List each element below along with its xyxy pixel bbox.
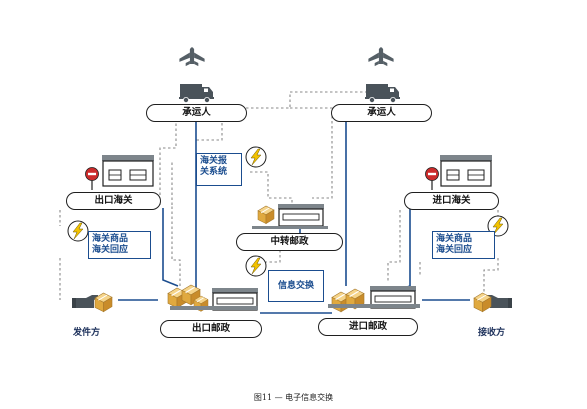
export-customs-label: 出口海关 bbox=[66, 192, 161, 210]
hand-icon bbox=[486, 295, 512, 308]
airplane-icon bbox=[179, 47, 205, 67]
lightning-icon bbox=[67, 220, 89, 242]
base-strip bbox=[170, 306, 258, 310]
customs-goods-box-left: 海关商品 海关回应 bbox=[88, 231, 151, 259]
parcel-icon bbox=[257, 205, 275, 225]
info-lines bbox=[59, 91, 499, 300]
customs-building-icon bbox=[439, 154, 493, 187]
base-strip bbox=[252, 226, 328, 229]
import-customs-label: 进口海关 bbox=[404, 192, 499, 210]
parcel-icon bbox=[473, 292, 492, 313]
truck-icon bbox=[178, 83, 215, 103]
customs-goods-right-line-2: 海关回应 bbox=[436, 245, 473, 255]
base-strip bbox=[328, 304, 420, 308]
transit-post-label: 中转邮政 bbox=[236, 233, 343, 251]
figure-caption: 图11 — 电子信息交换 bbox=[253, 393, 334, 402]
info-exchange-box: 信息交换 bbox=[268, 270, 324, 302]
post-office-icon bbox=[277, 203, 325, 227]
export-post-label: 出口邮政 bbox=[160, 320, 262, 338]
receiver-label: 接收方 bbox=[478, 328, 506, 338]
lightning-icon bbox=[245, 146, 267, 168]
customs-system-line-2: 关系统 bbox=[200, 167, 228, 177]
customs-goods-box-right: 海关商品 海关回应 bbox=[432, 231, 495, 259]
airplane-icon bbox=[368, 47, 394, 67]
customs-goods-right-line-1: 海关商品 bbox=[436, 234, 473, 244]
hand-icon bbox=[72, 295, 98, 308]
carrier-right-label: 承运人 bbox=[331, 104, 432, 122]
import-post-label: 进口邮政 bbox=[318, 318, 418, 336]
truck-icon bbox=[364, 83, 401, 103]
no-entry-sign-icon bbox=[424, 166, 440, 191]
customs-system-box: 海关报 关系统 bbox=[196, 153, 242, 186]
customs-goods-left-line-2: 海关回应 bbox=[92, 245, 129, 255]
customs-system-line-1: 海关报 bbox=[200, 156, 228, 166]
carrier-left-label: 承运人 bbox=[146, 104, 247, 122]
sender-label: 发件方 bbox=[73, 328, 101, 338]
no-entry-sign-icon bbox=[84, 166, 100, 191]
info-exchange-label: 信息交换 bbox=[277, 281, 314, 291]
customs-goods-left-line-1: 海关商品 bbox=[92, 234, 129, 244]
lightning-icon bbox=[245, 255, 267, 277]
customs-building-icon bbox=[101, 154, 155, 187]
